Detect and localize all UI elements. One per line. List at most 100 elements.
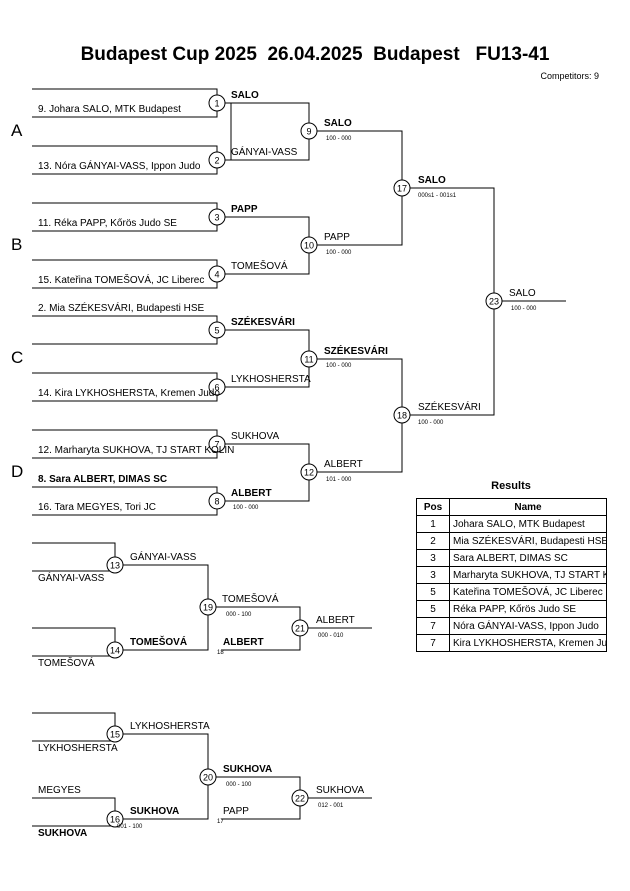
match-number-circle: [208, 208, 226, 226]
bracket-name-label: SUKHOVA: [316, 785, 364, 796]
match-score: 100 - 000: [326, 136, 352, 142]
competitor-entry: 14. Kira LYKHOSHERSTA, Kremen Judo: [38, 388, 220, 399]
results-name: Sara ALBERT, DIMAS SC: [449, 549, 607, 567]
match-number: 14: [110, 646, 120, 656]
bracket-name-label: PAPP: [324, 232, 350, 243]
bracket-name-label: SALO: [418, 175, 446, 186]
results-name: Mia SZÉKESVÁRI, Budapesti HSE: [449, 532, 607, 550]
competitor-entry: 13. Nóra GÁNYAI-VASS, Ippon Judo: [38, 159, 201, 172]
match-number: 22: [295, 794, 305, 804]
results-name: Johara SALO, MTK Budapest: [449, 515, 607, 533]
page-title: Budapest Cup 2025 26.04.2025 Budapest FU…: [80, 44, 550, 65]
competitors-count: Competitors: 9: [540, 71, 599, 81]
match-number-circle: [208, 321, 226, 339]
match-number: 7: [214, 440, 219, 450]
bracket-name-label: TOMEŠOVÁ: [222, 592, 279, 605]
match-score: 000s1 - 001s1: [418, 193, 457, 199]
match-score: 100 - 000: [233, 505, 259, 511]
bracket-name-label: ALBERT: [324, 459, 363, 470]
match-number: 21: [295, 624, 305, 634]
match-score: 000 - 100: [226, 612, 252, 618]
competitor-entry: 11. Réka PAPP, Kőrös Judo SE: [38, 218, 177, 229]
results-title: Results: [491, 480, 531, 492]
match-number: 12: [304, 468, 314, 478]
match-number-circle: [208, 435, 226, 453]
bracket-name-label: TOMEŠOVÁ: [38, 656, 95, 669]
match-number-circle: [208, 265, 226, 283]
match-number-circle: [291, 789, 309, 807]
bracket-name-label: GÁNYAI-VASS: [38, 571, 105, 584]
match-number-circle: [199, 768, 217, 786]
competitor-entry: 2. Mia SZÉKESVÁRI, Budapesti HSE: [38, 301, 205, 314]
results-name: Kateřina TOMEŠOVÁ, JC Liberec: [449, 583, 607, 601]
match-number: 2: [214, 156, 219, 166]
bracket-name-label: GÁNYAI-VASS: [231, 145, 298, 158]
match-score: 18: [217, 650, 224, 656]
results-pos: 3: [416, 566, 450, 584]
match-score: 100 - 000: [418, 420, 444, 426]
match-number-circle: [300, 463, 318, 481]
match-score: 001 - 100: [117, 824, 143, 830]
match-score: 100 - 000: [511, 306, 537, 312]
match-number-circle: [208, 94, 226, 112]
match-score: 101 - 000: [326, 477, 352, 483]
match-number-circle: [208, 492, 226, 510]
bracket-name-label: LYKHOSHERSTA: [130, 721, 210, 732]
match-number: 17: [397, 184, 407, 194]
bracket-name-label: SUKHOVA: [231, 431, 279, 442]
match-number-circle: [208, 151, 226, 169]
results-pos: 7: [416, 634, 450, 652]
pool-label-a: A: [11, 121, 23, 140]
competitor-entry: 12. Marharyta SUKHOVA, TJ START KOLIN: [38, 445, 234, 456]
bracket-name-label: SUKHOVA: [223, 764, 272, 775]
match-score: 000 - 010: [318, 633, 344, 639]
bracket-name-label: LYKHOSHERSTA: [231, 374, 311, 385]
results-pos: 5: [416, 600, 450, 618]
match-number: 19: [203, 603, 213, 613]
results-name: Kira LYKHOSHERSTA, Kremen Judo: [449, 634, 607, 652]
bracket-name-label: SZÉKESVÁRI: [231, 315, 295, 328]
pool-label-d: D: [11, 462, 23, 481]
match-score: 100 - 000: [326, 250, 352, 256]
match-number-circle: [106, 810, 124, 828]
match-number-circle: [106, 725, 124, 743]
results-pos: 3: [416, 549, 450, 567]
bracket-name-label: TOMEŠOVÁ: [130, 635, 187, 648]
match-number-circle: [291, 619, 309, 637]
match-number: 15: [110, 730, 120, 740]
bracket-name-label: GÁNYAI-VASS: [130, 550, 197, 563]
results-header-name: Name: [449, 498, 607, 516]
match-number: 11: [304, 355, 313, 365]
bracket-name-label: ALBERT: [231, 488, 272, 499]
match-score: 100 - 000: [326, 363, 352, 369]
competitor-entry: 16. Tara MEGYES, Tori JC: [38, 502, 156, 513]
results-pos: 1: [416, 515, 450, 533]
competitor-entry: 15. Kateřina TOMEŠOVÁ, JC Liberec: [38, 273, 204, 286]
bracket-lines: [32, 88, 566, 827]
bracket-name-label: PAPP: [231, 204, 258, 215]
match-number-circle: [208, 378, 226, 396]
pool-label-b: B: [11, 235, 22, 254]
results-name: Marharyta SUKHOVA, TJ START KOLIN: [449, 566, 607, 584]
bracket-name-label: ALBERT: [223, 637, 264, 648]
match-number: 3: [214, 213, 219, 223]
match-number-circle: [485, 292, 503, 310]
results-name: Nóra GÁNYAI-VASS, Ippon Judo: [449, 617, 607, 635]
bracket-name-label: ALBERT: [316, 615, 355, 626]
match-number-circle: [106, 641, 124, 659]
bracket-name-label: LYKHOSHERSTA: [38, 743, 118, 754]
match-number: 10: [304, 241, 314, 251]
match-number: 13: [110, 561, 120, 571]
match-number: 9: [306, 127, 311, 137]
match-number: 1: [214, 99, 219, 109]
results-header-pos: Pos: [416, 498, 450, 516]
bracket-name-label: SALO: [509, 288, 536, 299]
